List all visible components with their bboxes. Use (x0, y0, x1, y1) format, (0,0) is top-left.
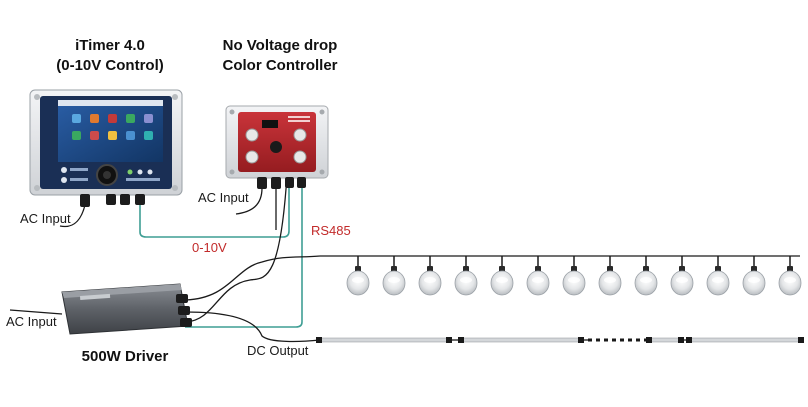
bar-string (316, 337, 804, 343)
pendant-bulb (670, 256, 694, 296)
itimer-title-line2: (0-10V Control) (56, 57, 164, 74)
cable-ac-driver (9, 309, 63, 315)
pendant-bulb (418, 256, 442, 296)
pendant-bulb (454, 256, 478, 296)
controller-glands (257, 177, 306, 189)
label-rs485: RS485 (311, 223, 351, 238)
pendant-bulb (562, 256, 586, 296)
label-0-10v: 0-10V (192, 240, 227, 255)
controller-title-line2: Color Controller (222, 57, 338, 74)
controller-title-line1: No Voltage drop (222, 37, 338, 54)
cable-driver-bulbs (185, 255, 321, 301)
pendant-bulb (490, 256, 514, 296)
signal-lines (139, 186, 303, 328)
screen-app-icons (72, 114, 153, 140)
pendant-bulb (526, 256, 550, 296)
label-ac-input-driver: AC Input (6, 314, 57, 329)
controller-title: No Voltage drop Color Controller (200, 36, 360, 76)
cable-ac-itimer (59, 204, 86, 228)
label-ac-input-itimer: AC Input (20, 211, 71, 226)
pendant-bulb (742, 256, 766, 296)
bulb-string (320, 255, 802, 296)
line-rs485 (185, 186, 303, 328)
pendant-bulb (706, 256, 730, 296)
label-ac-input-controller: AC Input (198, 190, 249, 205)
cable-ac-controller (235, 187, 263, 215)
itimer-glands (80, 194, 145, 207)
line-0-10v (139, 188, 290, 238)
pendant-bulb (778, 256, 802, 296)
label-dc-output: DC Output (247, 343, 309, 358)
cables (9, 174, 321, 343)
light-bar (458, 337, 584, 343)
light-bar (686, 337, 804, 343)
pendant-bulb (346, 256, 370, 296)
cable-dc-output (185, 311, 321, 343)
bar-continuation-dots (588, 338, 648, 342)
itimer-title-line1: iTimer 4.0 (75, 37, 145, 54)
driver-title: 500W Driver (81, 348, 169, 365)
pendant-bulb (382, 256, 406, 296)
pendant-bulb (634, 256, 658, 296)
light-bar (646, 337, 684, 343)
itimer-title: iTimer 4.0 (0-10V Control) (40, 36, 180, 76)
light-bar (316, 337, 452, 343)
itimer-unit (29, 89, 183, 196)
driver-unit (61, 283, 192, 335)
cable-driver-bars (185, 174, 288, 323)
pendant-bulb (598, 256, 622, 296)
color-controller-unit (225, 105, 329, 179)
